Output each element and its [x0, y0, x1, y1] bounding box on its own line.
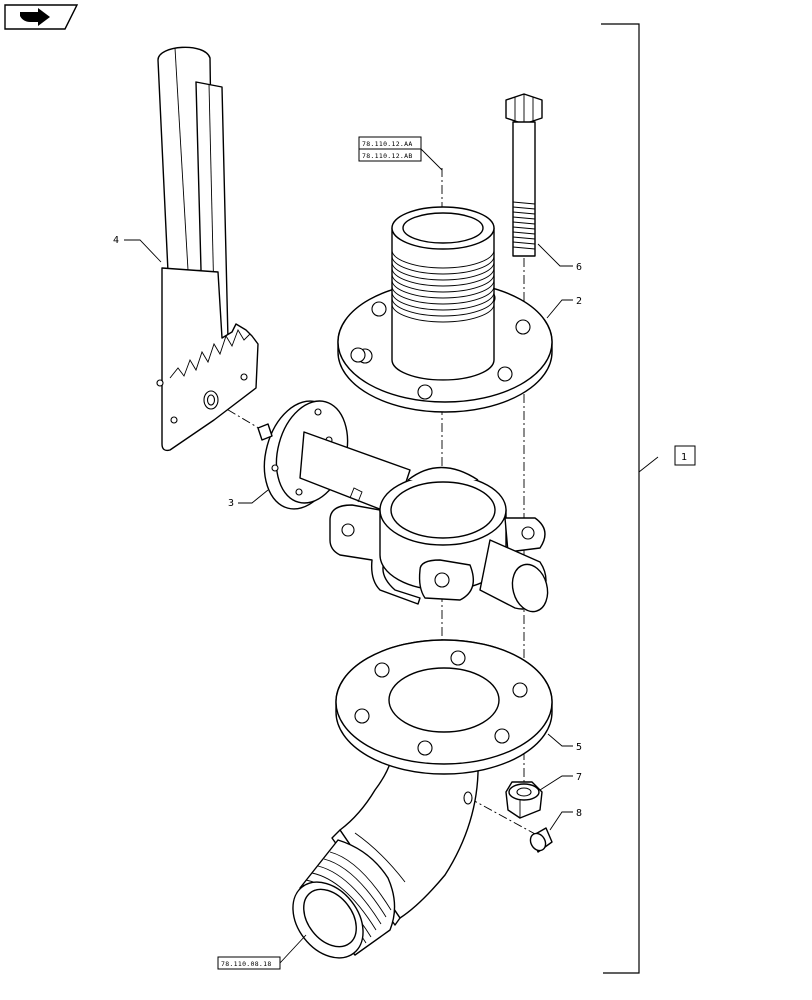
svg-text:78.110.12.AB: 78.110.12.AB — [362, 152, 413, 160]
callout-4[interactable]: 4 — [113, 235, 162, 263]
callout-7[interactable]: 7 — [539, 772, 582, 791]
svg-text:7: 7 — [576, 772, 582, 783]
svg-text:8: 8 — [576, 808, 582, 819]
callout-3[interactable]: 3 — [228, 489, 269, 509]
threaded-flange-part — [337, 206, 553, 413]
callout-1[interactable]: 1 — [674, 445, 696, 466]
callout-5[interactable]: 5 — [547, 733, 582, 753]
assembly-bracket — [601, 23, 659, 974]
reference-top[interactable]: 78.110.12.AA 78.110.12.AB — [358, 136, 443, 171]
lever-part — [156, 46, 259, 452]
callout-2[interactable]: 2 — [546, 296, 582, 319]
callout-8[interactable]: 8 — [549, 808, 582, 831]
reference-bottom[interactable]: 78.110.08.18 — [217, 934, 307, 970]
valve-body-part — [257, 400, 549, 613]
svg-text:6: 6 — [576, 262, 582, 273]
elbow-flange-part — [292, 639, 553, 959]
arrow-right-icon — [20, 8, 50, 26]
callout-6[interactable]: 6 — [537, 243, 582, 273]
bolt-part — [505, 93, 543, 257]
svg-text:3: 3 — [228, 498, 234, 509]
svg-text:5: 5 — [576, 742, 582, 753]
svg-text:78.110.08.18: 78.110.08.18 — [221, 960, 272, 968]
plug-part — [529, 827, 553, 853]
svg-text:4: 4 — [113, 235, 119, 246]
svg-text:78.110.12.AA: 78.110.12.AA — [362, 140, 413, 148]
svg-text:2: 2 — [576, 296, 582, 307]
nav-button[interactable] — [4, 4, 79, 30]
lock-nut-part — [505, 781, 543, 819]
svg-text:1: 1 — [681, 452, 687, 463]
